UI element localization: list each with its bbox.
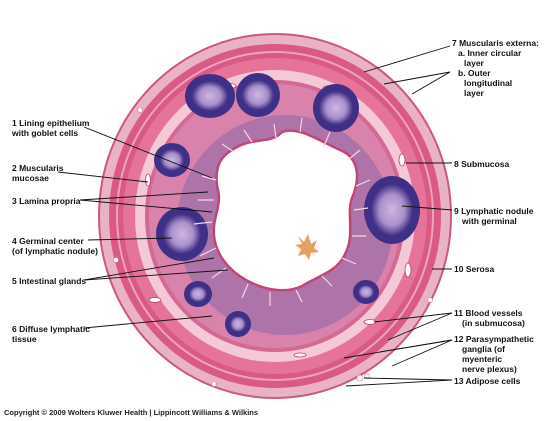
germinal-center — [192, 81, 228, 111]
leader-line-7a — [363, 45, 451, 73]
leader-line-12c — [391, 339, 453, 367]
label-serosa: 10 Serosa — [454, 264, 495, 274]
germinal-center — [163, 214, 201, 254]
leader-line-3a — [79, 191, 209, 201]
label-diffuse-lymphatic-tissue: 6 Diffuse lymphatic tissue — [12, 324, 90, 344]
label-parasympathetic-ganglia: 12 Parasympathetic ganglia (of myenteric… — [454, 334, 534, 374]
leader-line-7c — [411, 71, 451, 95]
leader-line-4 — [87, 237, 173, 241]
leader-line-13a — [363, 377, 453, 381]
germinal-center — [189, 286, 207, 302]
germinal-center — [242, 80, 274, 110]
leader-line-11b — [387, 312, 453, 341]
label-adipose-cells: 13 Adipose cells — [454, 376, 521, 386]
label-lamina-propria: 3 Lamina propria — [12, 196, 81, 206]
leader-line-11a — [373, 312, 453, 323]
luminal-debris — [295, 234, 319, 260]
label-blood-vessels: 11 Blood vessels (in submucosa) — [454, 308, 525, 328]
label-germinal-center: 4 Germinal center (of lymphatic nodule) — [12, 236, 98, 256]
germinal-center — [358, 285, 374, 299]
germinal-center — [371, 184, 413, 236]
label-lymphatic-nodule: 9 Lymphatic nodule with germinal — [454, 206, 534, 226]
leader-line-5a — [83, 257, 215, 281]
leader-line-3b — [79, 199, 213, 213]
adipose-cells — [113, 107, 433, 387]
label-muscularis-mucosae: 2 Muscularis mucosae — [12, 163, 64, 183]
leader-line-9 — [401, 205, 453, 211]
leader-line-12b — [379, 339, 453, 353]
leader-line-13b — [345, 379, 453, 387]
leader-line-7b — [383, 71, 451, 85]
label-lining-epithelium: 1 Lining epithelium with goblet cells — [12, 118, 90, 138]
germinal-center — [319, 91, 353, 125]
copyright-notice: Copyright © 2009 Wolters Kluwer Health |… — [4, 408, 259, 417]
label-intestinal-glands: 5 Intestinal glands — [12, 276, 87, 286]
leader-line-2 — [57, 171, 149, 183]
germinal-center — [160, 149, 184, 171]
leader-line-6 — [83, 315, 213, 329]
germinal-center — [230, 316, 246, 332]
label-muscularis-externa: 7 Muscularis externa: a. Inner circular … — [452, 38, 539, 98]
intestinal-glands — [193, 117, 371, 306]
lumen — [212, 129, 359, 292]
label-submucosa: 8 Submucosa — [454, 159, 510, 169]
leader-line-1 — [83, 126, 213, 179]
leader-lines — [57, 45, 453, 387]
muscle-stripe — [116, 51, 434, 381]
lymphatic-nodules — [154, 73, 420, 337]
leader-line-5b — [83, 269, 229, 281]
